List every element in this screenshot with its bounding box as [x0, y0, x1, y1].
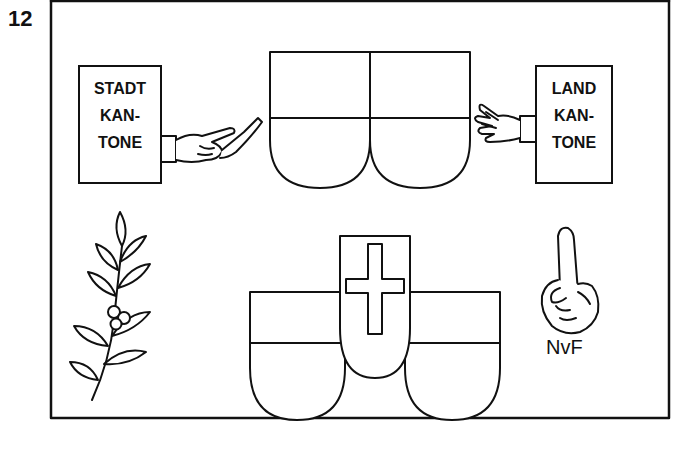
box-text: LAND KAN- TONE	[543, 75, 605, 156]
shield	[250, 292, 345, 420]
box-text: STADT KAN- TONE	[86, 75, 154, 156]
open-hand-right	[475, 105, 536, 142]
raised-finger-hand	[542, 228, 599, 333]
canton-box: STADT KAN- TONE	[78, 65, 162, 184]
shield-division	[270, 117, 470, 119]
figure-number: 12	[8, 6, 32, 32]
shield	[405, 292, 500, 420]
swiss-cross	[346, 244, 404, 334]
shield-division	[405, 342, 500, 344]
frame	[51, 0, 669, 418]
signature-label: NvF	[546, 336, 583, 359]
canton-box: LAND KAN- TONE	[535, 65, 613, 184]
frame-top	[51, 0, 669, 2]
olive-branch	[70, 212, 150, 400]
shield-division	[250, 342, 345, 344]
swiss-shield	[340, 236, 410, 378]
shield	[370, 52, 470, 188]
shield	[270, 52, 370, 188]
pointing-hand-left	[160, 118, 262, 162]
